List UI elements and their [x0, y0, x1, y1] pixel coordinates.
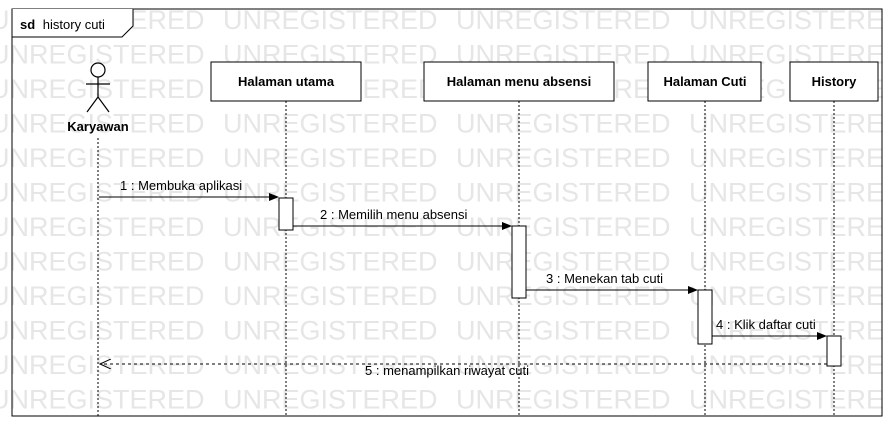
watermark-text: UNREGISTERED — [0, 143, 205, 173]
watermark-text: UNREGISTERED — [456, 385, 671, 415]
watermark-text: UNREGISTERED — [689, 143, 883, 173]
lifeline-label: History — [812, 74, 858, 89]
watermark-text: UNREGISTERED — [456, 316, 671, 346]
watermark-text: UNREGISTERED — [223, 385, 438, 415]
message-label: 1 : Membuka aplikasi — [120, 178, 242, 193]
lifeline-label: Halaman Cuti — [663, 74, 746, 89]
watermark-text: UNREGISTERED — [0, 281, 205, 311]
lifeline-head-history[interactable]: History — [789, 61, 879, 102]
message-label: 3 : Menekan tab cuti — [546, 271, 663, 286]
frame-keyword: sd — [20, 17, 35, 32]
lifeline-head-halaman-utama[interactable]: Halaman utama — [210, 61, 362, 102]
watermark-text: UNREGISTERED — [689, 281, 883, 311]
watermark-text: UNREGISTERED — [689, 316, 883, 346]
watermark-text: UNREGISTERED — [223, 212, 438, 242]
watermark-text: UNREGISTERED — [0, 385, 205, 415]
message-4[interactable]: 4 : Klik daftar cuti — [712, 317, 827, 340]
watermark-text: UNREGISTERED — [456, 212, 671, 242]
activation-halaman-cuti — [697, 289, 713, 345]
watermark-text: UNREGISTERED — [689, 212, 883, 242]
watermark-text: UNREGISTERED — [0, 212, 205, 242]
activation-history — [826, 335, 842, 367]
message-2[interactable]: 2 : Memilih menu absensi — [293, 207, 512, 230]
lifeline-head-halaman-menu-absensi[interactable]: Halaman menu absensi — [423, 61, 615, 102]
message-label: 2 : Memilih menu absensi — [320, 207, 468, 222]
watermark-text: UNREGISTERED — [0, 316, 205, 346]
watermark-text: UNREGISTERED — [456, 281, 671, 311]
frame-name: history cuti — [43, 17, 105, 32]
watermark-text: UNREGISTERED — [689, 178, 883, 208]
activation-halaman-menu-absensi — [511, 225, 527, 299]
interaction-frame: sd history cuti — [11, 8, 883, 417]
watermark-text: UNREGISTERED — [223, 247, 438, 277]
watermark-text: UNREGISTERED — [223, 316, 438, 346]
watermark-text: UNREGISTERED — [0, 74, 205, 104]
actor-label: Karyawan — [67, 119, 128, 134]
message-5-return[interactable]: 5 : menampilkan riwayat cuti — [100, 363, 827, 378]
message-1[interactable]: 1 : Membuka aplikasi — [99, 178, 279, 201]
svg-text:sd history cuti: sd history cuti — [20, 17, 105, 32]
watermark-text: UNREGISTERED — [223, 281, 438, 311]
watermark-text: UNREGISTERED — [223, 178, 438, 208]
activation-halaman-utama — [278, 197, 294, 231]
watermark-text: UNREGISTERED — [456, 350, 671, 380]
lifeline-head-halaman-cuti[interactable]: Halaman Cuti — [647, 61, 762, 102]
watermark-text: UNREGISTERED — [689, 385, 883, 415]
watermark-text: UNREGISTERED — [456, 178, 671, 208]
watermark-text: UNREGISTERED — [0, 178, 205, 208]
watermark-text: UNREGISTERED — [689, 350, 883, 380]
watermark-text: UNREGISTERED — [689, 109, 883, 139]
watermark-text: UNREGISTERED — [456, 109, 671, 139]
watermark-text: UNREGISTERED — [223, 350, 438, 380]
unregistered-watermark: UNREGISTERED UNREGISTERED UNREGISTERED UNRE… — [0, 5, 883, 415]
watermark-text: UNREGISTERED — [223, 143, 438, 173]
stick-figure-icon — [86, 62, 110, 113]
message-label: 5 : menampilkan riwayat cuti — [365, 363, 529, 378]
message-label: 4 : Klik daftar cuti — [716, 317, 816, 332]
lifeline-label: Halaman menu absensi — [447, 74, 592, 89]
watermark-text: UNREGISTERED — [0, 247, 205, 277]
watermark-text: UNREGISTERED — [0, 109, 205, 139]
watermark-text: UNREGISTERED — [0, 350, 205, 380]
watermark-text: UNREGISTERED — [456, 247, 671, 277]
watermark-text: UNREGISTERED — [223, 109, 438, 139]
actor-karyawan[interactable]: Karyawan — [67, 62, 129, 134]
watermark-text: UNREGISTERED — [456, 143, 671, 173]
lifeline-label: Halaman utama — [238, 74, 335, 89]
watermark-text: UNREGISTERED — [223, 5, 438, 35]
watermark-text: UNREGISTERED — [689, 5, 883, 35]
message-3[interactable]: 3 : Menekan tab cuti — [526, 271, 698, 294]
watermark-text: UNREGISTERED — [456, 5, 671, 35]
watermark-text: UNREGISTERED — [689, 247, 883, 277]
